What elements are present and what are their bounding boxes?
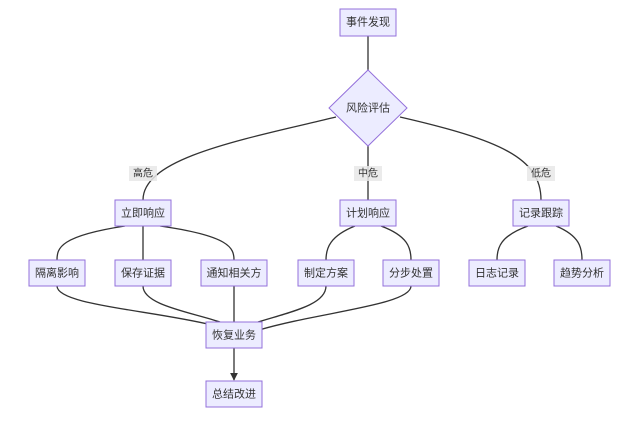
node-notify[interactable]: 通知相关方	[200, 259, 268, 287]
node-immediate[interactable]: 立即响应	[114, 199, 172, 227]
edge-record-trend	[555, 225, 583, 261]
node-assess-label: 风险评估	[346, 101, 390, 115]
node-preserve[interactable]: 保存证据	[114, 259, 172, 287]
node-make-plan-label: 制定方案	[304, 266, 348, 280]
node-trend-label: 趋势分析	[560, 266, 604, 280]
edges	[56, 36, 583, 381]
node-record-label: 记录跟踪	[519, 206, 563, 220]
edge-labels: 高危 中危 低危	[129, 166, 555, 181]
node-notify-label: 通知相关方	[207, 266, 262, 280]
edge-immediate-isolate	[56, 225, 126, 261]
node-immediate-label: 立即响应	[121, 206, 165, 220]
edge-assess-record	[399, 116, 542, 201]
edge-label-high-text: 高危	[133, 167, 153, 180]
nodes: 事件发现 风险评估 立即响应 计划响应 记录跟踪 隔离影响 保存证据 通	[28, 8, 611, 408]
node-make-plan[interactable]: 制定方案	[297, 259, 355, 287]
node-recover-label: 恢复业务	[212, 328, 256, 342]
node-planned-label: 计划响应	[346, 206, 390, 220]
edge-label-medium: 中危	[354, 166, 382, 181]
node-discover-label: 事件发现	[346, 15, 390, 29]
node-isolate[interactable]: 隔离影响	[28, 259, 86, 287]
edge-makeplan-recover	[257, 285, 327, 323]
edge-record-log	[496, 225, 529, 261]
edge-label-medium-text: 中危	[358, 167, 378, 180]
node-step-handle-label: 分步处置	[389, 267, 433, 280]
edge-label-low-text: 低危	[531, 167, 551, 180]
edge-preserve-recover	[142, 285, 221, 323]
node-step-handle[interactable]: 分步处置	[382, 259, 440, 287]
node-discover[interactable]: 事件发现	[339, 8, 397, 37]
node-log-record-label: 日志记录	[475, 267, 519, 280]
node-recover[interactable]: 恢复业务	[205, 321, 263, 349]
node-isolate-label: 隔离影响	[35, 266, 79, 280]
node-summary[interactable]: 总结改进	[205, 380, 263, 408]
edge-assess-immediate	[142, 116, 337, 201]
edge-stephandle-recover	[258, 285, 412, 331]
edge-label-low: 低危	[527, 166, 555, 181]
node-log-record[interactable]: 日志记录	[468, 259, 526, 287]
node-preserve-label: 保存证据	[121, 266, 165, 280]
node-trend[interactable]: 趋势分析	[553, 259, 611, 287]
node-assess[interactable]: 风险评估	[328, 69, 408, 147]
edge-isolate-recover	[56, 285, 213, 326]
edge-planned-makeplan	[325, 225, 356, 261]
node-record[interactable]: 记录跟踪	[512, 199, 570, 227]
edge-immediate-notify	[159, 225, 235, 261]
edge-planned-stephandle	[380, 225, 412, 261]
edge-label-high: 高危	[129, 166, 157, 181]
node-planned[interactable]: 计划响应	[339, 199, 397, 227]
node-summary-label: 总结改进	[212, 387, 256, 401]
